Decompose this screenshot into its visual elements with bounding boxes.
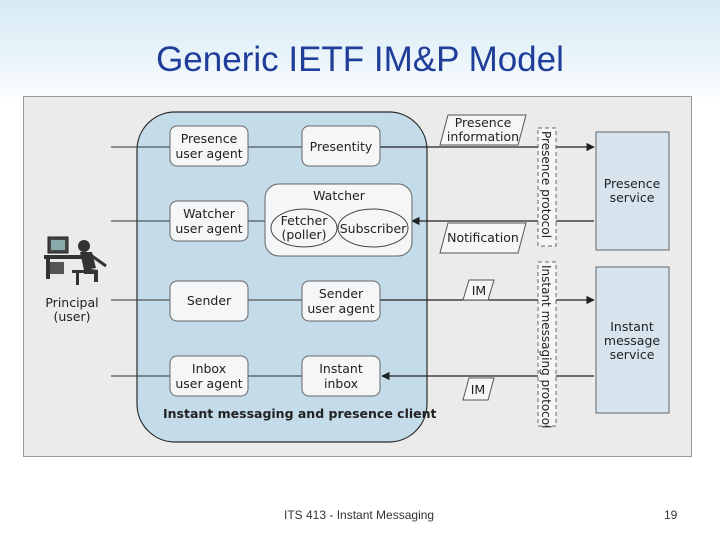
footer-course: ITS 413 - Instant Messaging	[284, 508, 435, 522]
person-body-icon	[80, 252, 96, 270]
slide-title: Generic IETF IM&P Model	[156, 40, 564, 79]
watcher-user-agent-box	[169, 200, 249, 242]
principal-figure	[44, 236, 107, 285]
instant-inbox-line1: Instant	[319, 361, 363, 376]
im-in-tag	[462, 377, 495, 401]
im-service-line3: service	[610, 347, 655, 362]
sender-label: Sender	[187, 293, 232, 308]
presence-information-line2: information	[447, 129, 519, 144]
notification-tag	[439, 222, 527, 254]
presence-service-box	[595, 131, 670, 251]
instant-inbox-box	[301, 355, 381, 397]
inbox-user-agent-box	[169, 355, 249, 397]
principal-label-line1: Principal	[45, 295, 98, 310]
im-protocol-label: Instant messaging protocol	[539, 265, 553, 428]
instant-inbox-line2: inbox	[324, 376, 358, 391]
person-head-icon	[78, 240, 90, 252]
client-label: Instant messaging and presence client	[163, 406, 437, 421]
presence-user-agent-box	[169, 125, 249, 167]
sender-user-agent-box	[301, 280, 381, 322]
im-out-tag	[462, 279, 495, 301]
inbox-user-agent-line1: Inbox	[192, 361, 226, 376]
im-protocol-band	[537, 261, 557, 427]
presence-protocol-band	[537, 127, 557, 247]
presence-information-line1: Presence	[455, 115, 512, 130]
presentity-box	[301, 125, 381, 167]
subscriber-ellipse	[337, 208, 409, 248]
sender-user-agent-line2: user agent	[307, 301, 374, 316]
presence-user-agent-line1: Presence	[181, 131, 238, 146]
desk-icon	[44, 255, 84, 259]
presence-service-line1: Presence	[604, 176, 661, 191]
sender-box	[169, 280, 249, 322]
notification-label: Notification	[447, 230, 519, 245]
watcher-label: Watcher	[313, 188, 366, 203]
fetcher-line1: Fetcher	[281, 213, 329, 228]
sender-user-agent-line1: Sender	[319, 286, 364, 301]
im-service-line1: Instant	[610, 319, 654, 334]
presence-protocol-label: Presence protocol	[539, 131, 553, 238]
presence-service-line2: service	[610, 190, 655, 205]
watcher-user-agent-line1: Watcher	[183, 206, 236, 221]
im-service-box	[595, 266, 670, 414]
footer-page-number: 19	[664, 508, 678, 522]
presence-information-tag	[439, 114, 527, 146]
subscriber-label: Subscriber	[340, 221, 407, 236]
presentity-label: Presentity	[310, 139, 373, 154]
header-background	[0, 0, 720, 105]
im-in-label: IM	[471, 382, 485, 397]
im-out-label: IM	[472, 283, 486, 298]
fetcher-line2: (poller)	[281, 227, 326, 242]
fetcher-ellipse	[270, 208, 338, 248]
inbox-user-agent-line2: user agent	[175, 376, 242, 391]
presence-user-agent-line2: user agent	[175, 146, 242, 161]
watcher-user-agent-line2: user agent	[175, 221, 242, 236]
im-service-line2: message	[604, 333, 660, 348]
principal-label-line2: (user)	[53, 309, 90, 324]
